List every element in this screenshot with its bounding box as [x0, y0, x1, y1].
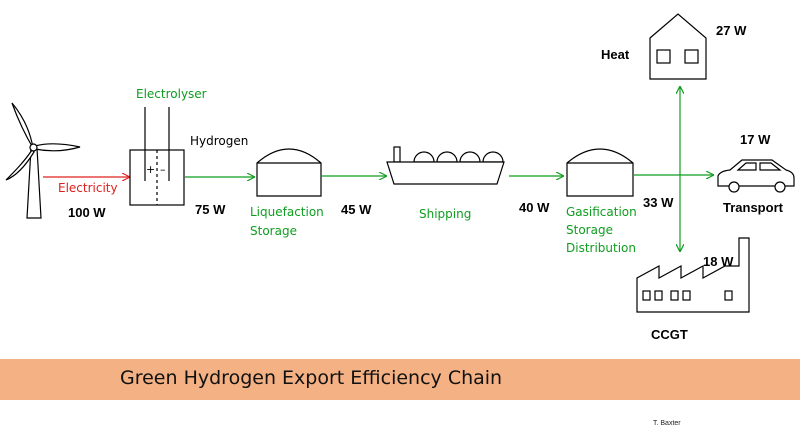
gasification-storage-label: Storage: [566, 223, 613, 237]
transport-value: 17 W: [740, 132, 771, 147]
storage-tank-icon: [566, 148, 634, 197]
hydrogen-label: Hydrogen: [190, 134, 249, 148]
minus-sign: –: [160, 163, 166, 176]
power-after-gasification-value: 33 W: [643, 195, 674, 210]
heat-label: Heat: [601, 47, 630, 62]
power-after-liquefaction-value: 45 W: [341, 202, 372, 217]
distribution-label: Distribution: [566, 241, 637, 255]
car-icon: [717, 159, 795, 193]
heat-value: 27 W: [716, 23, 747, 38]
ccgt-label: CCGT: [651, 327, 688, 342]
efficiency-chain-diagram: [5, 13, 795, 313]
title-banner: Green Hydrogen Export Efficiency Chain: [0, 359, 800, 400]
transport-label: Transport: [723, 200, 783, 215]
power-after-electrolysis-value: 75 W: [195, 202, 226, 217]
wind-turbine-icon: [5, 102, 81, 219]
gasification-label: Gasification: [566, 205, 637, 219]
storage-tank-icon: [256, 148, 322, 197]
house-icon: [649, 13, 707, 80]
power-after-shipping-value: 40 W: [519, 200, 550, 215]
electrolyser-label: Electrolyser: [136, 87, 207, 101]
banner-title: Green Hydrogen Export Efficiency Chain: [120, 367, 503, 389]
liquefaction-storage-label: Storage: [250, 224, 297, 238]
ship-icon: [386, 146, 505, 185]
electrolyser-icon: [129, 107, 185, 206]
author-credit: T. Baxter: [653, 420, 681, 427]
ccgt-value: 18 W: [703, 254, 734, 269]
power-input-value: 100 W: [68, 205, 106, 220]
electricity-label: Electricity: [58, 181, 118, 195]
plus-sign: +: [146, 163, 156, 176]
shipping-label: Shipping: [419, 207, 472, 221]
factory-icon: [636, 237, 750, 313]
liquefaction-label: Liquefaction: [250, 205, 324, 219]
